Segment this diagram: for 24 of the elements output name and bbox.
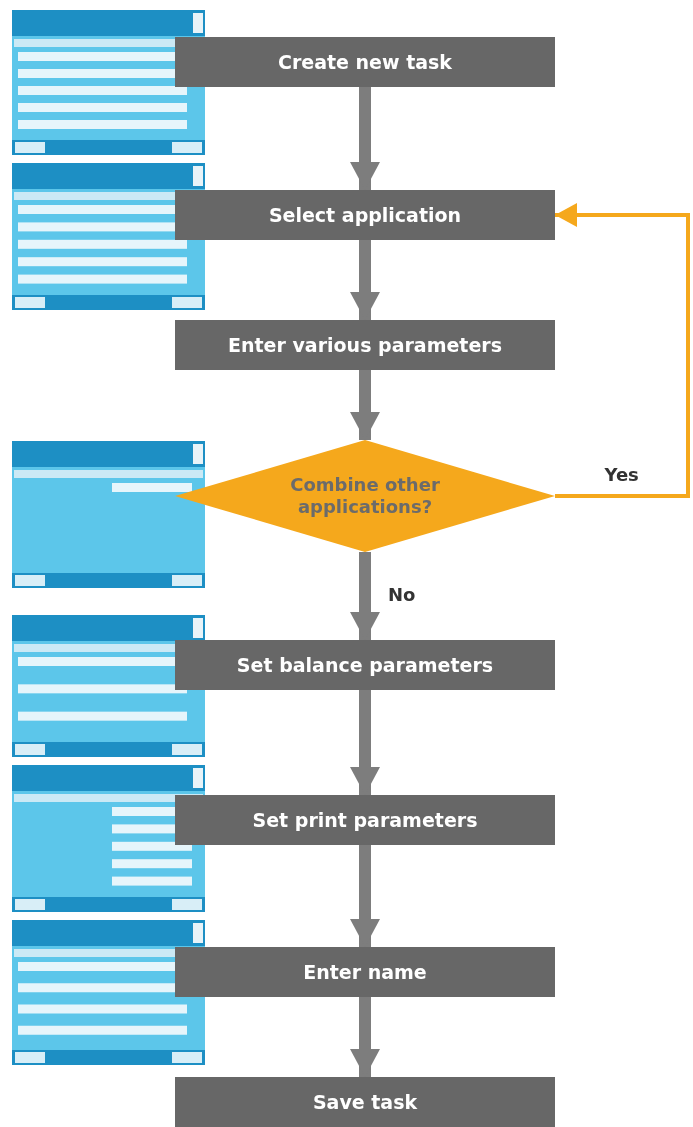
node-label: Set balance parameters xyxy=(236,653,494,677)
process-box xyxy=(175,947,555,997)
arrow xyxy=(350,552,380,640)
arrow xyxy=(555,203,690,498)
node-label: Select application xyxy=(268,203,462,227)
process-box xyxy=(175,190,555,240)
node-label: Set print parameters xyxy=(252,808,478,832)
arrow xyxy=(350,370,380,440)
arrow xyxy=(350,240,380,320)
process-box xyxy=(175,37,555,87)
node-label: Enter name xyxy=(303,960,427,984)
node-label: Create new task xyxy=(277,50,452,74)
process-box xyxy=(175,320,555,370)
process-box xyxy=(175,795,555,845)
arrow xyxy=(350,690,380,795)
decision-diamond xyxy=(175,440,555,552)
arrow xyxy=(350,87,380,190)
arrow xyxy=(350,845,380,947)
process-box xyxy=(175,640,555,690)
node-label: Combine other applications? xyxy=(289,474,441,518)
arrow xyxy=(350,997,380,1077)
process-box xyxy=(175,1077,555,1127)
node-label: Enter various parameters xyxy=(228,333,502,357)
node-label: Save task xyxy=(312,1090,418,1114)
